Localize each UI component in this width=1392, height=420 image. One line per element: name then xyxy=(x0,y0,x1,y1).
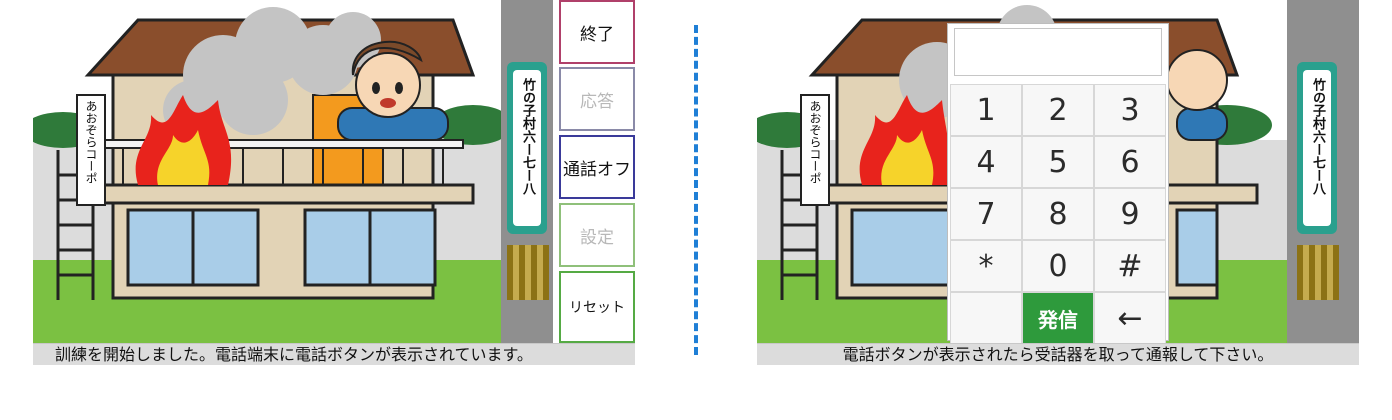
smoke xyxy=(163,7,381,140)
call-button[interactable]: 発信 xyxy=(1022,292,1094,344)
panel-divider xyxy=(694,25,698,355)
person-figure xyxy=(337,40,449,141)
status-message: 電話ボタンが表示されたら受話器を取って通報して下さい。 xyxy=(757,343,1359,365)
building-sign: あおぞらコーポ xyxy=(808,100,822,184)
phone-keypad: 1 2 3 4 5 6 7 8 9 * 0 # 発信 ← xyxy=(947,23,1169,344)
end-button[interactable]: 終了 xyxy=(559,0,635,64)
backspace-button[interactable]: ← xyxy=(1094,292,1166,344)
dial-number-display[interactable] xyxy=(954,28,1162,76)
status-message: 訓練を開始しました。電話端末に電話ボタンが表示されています。 xyxy=(33,343,635,365)
fire xyxy=(135,95,232,185)
key-8[interactable]: 8 xyxy=(1022,188,1094,240)
key-blank xyxy=(950,292,1022,344)
call-off-button[interactable]: 通話オフ xyxy=(559,135,635,199)
key-0[interactable]: 0 xyxy=(1022,240,1094,292)
key-1[interactable]: 1 xyxy=(950,84,1022,136)
control-button-column: 終了 応答 通話オフ 設定 リセット xyxy=(559,0,635,343)
answer-button[interactable]: 応答 xyxy=(559,67,635,131)
key-hash[interactable]: # xyxy=(1094,240,1166,292)
key-5[interactable]: 5 xyxy=(1022,136,1094,188)
right-panel: あおぞらコーポ 竹の子村六ー七ー八 1 2 3 4 5 6 7 8 9 * 0 … xyxy=(757,0,1359,365)
key-6[interactable]: 6 xyxy=(1094,136,1166,188)
fire-scene-illustration xyxy=(33,0,635,343)
building-sign: あおぞらコーポ xyxy=(84,100,98,184)
key-4[interactable]: 4 xyxy=(950,136,1022,188)
reset-button[interactable]: リセット xyxy=(559,271,635,343)
key-asterisk[interactable]: * xyxy=(950,240,1022,292)
key-7[interactable]: 7 xyxy=(950,188,1022,240)
left-panel: あおぞらコーポ 竹の子村六ー七ー八 終了 応答 通話オフ 設定 リセット 訓練を… xyxy=(33,0,635,365)
key-9[interactable]: 9 xyxy=(1094,188,1166,240)
building-sign-frame xyxy=(76,94,106,206)
key-3[interactable]: 3 xyxy=(1094,84,1166,136)
key-2[interactable]: 2 xyxy=(1022,84,1094,136)
settings-button[interactable]: 設定 xyxy=(559,203,635,267)
pole-address-sign: 竹の子村六ー七ー八 xyxy=(1310,78,1325,195)
pole-address-sign: 竹の子村六ー七ー八 xyxy=(520,78,535,195)
